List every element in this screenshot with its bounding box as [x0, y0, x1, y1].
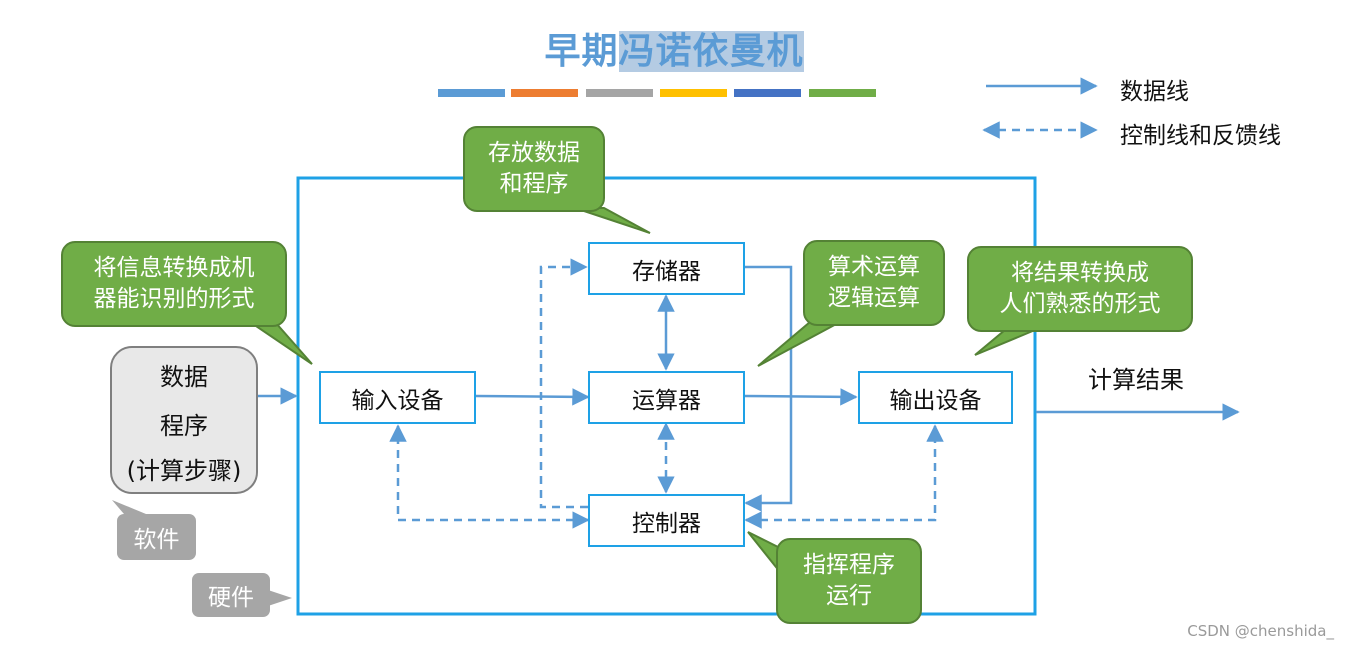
callout-convert-in-line1: 将信息转换成机 [93, 255, 255, 281]
tag-hardware: 硬件 [192, 573, 270, 617]
tag-tail-hardware [268, 590, 292, 606]
callout-tail-convert-out [974, 329, 1036, 356]
data-line-input-to-alu [475, 388, 590, 406]
callout-tail-compute [757, 321, 841, 367]
legend-control-label: 控制线和反馈线 [1120, 123, 1281, 149]
control-line-control-input [389, 424, 590, 529]
input-device-box: 输入设备 [319, 371, 476, 424]
callout-compute-line2: 逻辑运算 [828, 285, 920, 311]
callout-convert-out-line2: 人们熟悉的形式 [999, 291, 1161, 317]
title-part1: 早期 [544, 31, 619, 72]
output-device-box: 输出设备 [858, 371, 1013, 424]
callout-convert-in-line2: 器能识别的形式 [93, 286, 255, 312]
memory-box: 存储器 [588, 242, 745, 295]
title-bar-blue [438, 89, 505, 97]
callout-direct: 指挥程序运行 [776, 538, 922, 624]
control-line-control-output [744, 424, 944, 529]
callout-compute-line1: 算术运算 [828, 254, 920, 280]
software-data-label: 数据 [160, 363, 208, 391]
tag-tail-software [112, 500, 146, 514]
software-card [110, 346, 258, 494]
hardware-frame [296, 176, 1037, 616]
result-label: 计算结果 [1088, 366, 1184, 394]
legend-data-label: 数据线 [1120, 79, 1189, 105]
callout-convert-in: 将信息转换成机器能识别的形式 [61, 241, 287, 327]
title-bar-green [809, 89, 876, 97]
callout-convert-out: 将结果转换成人们熟悉的形式 [967, 246, 1193, 332]
callout-direct-line1: 指挥程序 [803, 552, 895, 578]
callout-direct-line2: 运行 [826, 583, 872, 609]
callout-store-line2: 和程序 [499, 171, 569, 197]
software-steps-label: (计算步骤) [126, 457, 242, 485]
data-line-alu-to-output [744, 388, 858, 406]
control-unit-box: 控制器 [588, 494, 745, 547]
title-bar-darkblue [734, 89, 801, 97]
tag-software: 软件 [117, 514, 196, 560]
callout-store: 存放数据和程序 [463, 126, 605, 212]
title-bar-grey [586, 89, 653, 97]
callout-store-line1: 存放数据 [488, 140, 580, 166]
data-line-memory-to-control [744, 265, 793, 512]
callout-tail-convert-in [246, 321, 313, 365]
callout-compute: 算术运算逻辑运算 [803, 240, 945, 326]
page-title: 早期冯诺依曼机 [0, 22, 1348, 74]
watermark: CSDN @chenshida_ [1187, 622, 1334, 640]
alu-box: 运算器 [588, 371, 745, 424]
control-line-control-to-memory [539, 258, 588, 509]
title-part2: 冯诺依曼机 [618, 31, 804, 72]
software-program-label: 程序 [160, 412, 208, 440]
title-bar-orange [511, 89, 578, 97]
title-bar-yellow [660, 89, 727, 97]
callout-convert-out-line1: 将结果转换成 [1011, 260, 1149, 286]
